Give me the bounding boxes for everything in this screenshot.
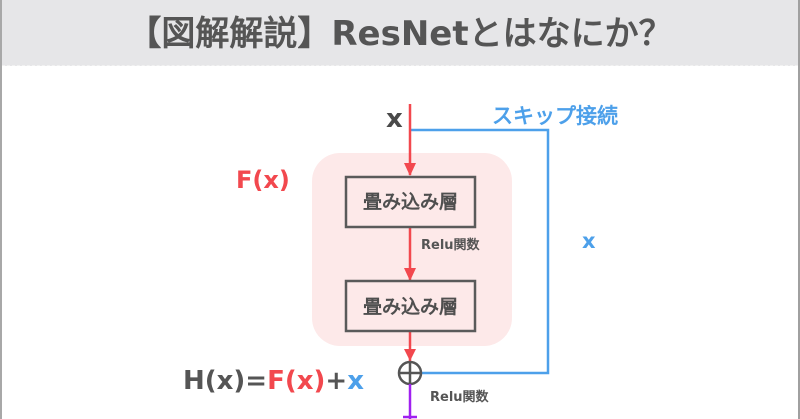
skip-connection-label: スキップ接続: [492, 104, 618, 128]
formula-term-fx: F(x): [267, 366, 326, 396]
input-arrow-head: [404, 163, 416, 176]
skip-path-x-label: x: [582, 229, 596, 253]
output-to-add-arrow-head: [404, 349, 416, 361]
page-title: 【図解解説】ResNetとはなにか？: [127, 14, 673, 54]
relu-arrow-head: [404, 268, 416, 281]
conv-layer-box-2: [344, 279, 477, 333]
conv-layer-box-1: [344, 175, 477, 229]
formula-lhs: H(x): [183, 366, 246, 396]
add-icon: [397, 360, 423, 386]
formula-term-x: x: [347, 366, 364, 396]
input-x-label: x: [386, 104, 403, 134]
header-band: 【図解解説】ResNetとはなにか？: [2, 0, 798, 66]
conv-layer-label-2: 畳み込み層: [362, 296, 458, 318]
relu-label-after-add: Relu関数: [430, 390, 489, 405]
skip-connection-line: [410, 128, 550, 375]
residual-function-label: F(x): [236, 166, 290, 194]
relu-label-between-layers: Relu関数: [421, 238, 480, 253]
conv-layer-label-1: 畳み込み層: [362, 191, 458, 213]
residual-formula: H(x)=F(x)+x: [183, 366, 364, 396]
formula-plus: +: [325, 366, 348, 396]
formula-equals: =: [245, 366, 268, 396]
residual-block-background: [312, 153, 512, 346]
